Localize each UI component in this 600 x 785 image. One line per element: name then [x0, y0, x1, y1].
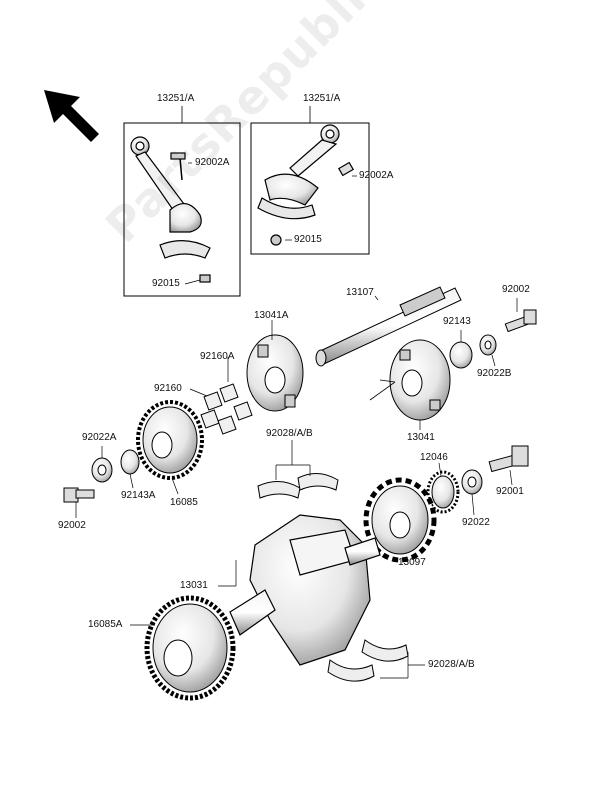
label-92002-right: 92002 — [502, 284, 530, 295]
label-13251a-right: 13251/A — [303, 93, 341, 104]
gear-16085a — [144, 595, 236, 701]
gear-16085 — [136, 400, 204, 480]
label-16085a: 16085A — [88, 619, 123, 630]
label-92002a-left: 92002A — [195, 157, 230, 168]
label-13041: 13041 — [407, 432, 435, 443]
label-92028ab-lower: 92028/A/B — [428, 659, 475, 670]
bolt-92002-right — [504, 309, 537, 333]
washer-92022 — [461, 469, 483, 495]
connecting-rod-left — [130, 136, 211, 283]
damper-13041a — [246, 334, 304, 412]
label-13097: 13097 — [398, 557, 426, 568]
damper-13041 — [389, 339, 451, 421]
label-92015-left: 92015 — [152, 278, 180, 289]
label-92022a: 92022A — [82, 432, 117, 443]
bearing-shells-upper — [257, 473, 339, 499]
collar-92143 — [449, 341, 473, 369]
label-16085: 16085 — [170, 497, 198, 508]
label-13041a: 13041A — [254, 310, 289, 321]
bearing-shells-lower — [327, 639, 409, 682]
label-12046: 12046 — [420, 452, 448, 463]
collar-92143a — [120, 449, 140, 475]
leader-lines — [75, 162, 518, 679]
rubber-dampers-92160 — [200, 383, 253, 435]
label-92015-right: 92015 — [294, 234, 322, 245]
arrow-up-left-icon — [44, 90, 99, 142]
label-92022: 92022 — [462, 517, 490, 528]
washer-92022a — [91, 457, 113, 483]
label-13031: 13031 — [180, 580, 208, 591]
gear-12046 — [426, 470, 460, 514]
label-92022b: 92022B — [477, 368, 512, 379]
shaft-13107 — [315, 286, 462, 367]
bolt-92001 — [488, 445, 529, 473]
washer-92022b — [479, 334, 497, 356]
label-92160: 92160 — [154, 383, 182, 394]
label-92143-right: 92143 — [443, 316, 471, 327]
label-92002a-right: 92002A — [359, 170, 394, 181]
sprocket-13097 — [363, 477, 437, 563]
label-92160a: 92160A — [200, 351, 235, 362]
crankshaft-13031 — [229, 514, 381, 666]
label-92028ab-upper: 92028/A/B — [266, 428, 313, 439]
bolt-92002-left — [63, 487, 95, 503]
label-92002-left: 92002 — [58, 520, 86, 531]
label-13107: 13107 — [346, 287, 374, 298]
label-92001: 92001 — [496, 486, 524, 497]
label-13251a-left: 13251/A — [157, 93, 195, 104]
connecting-rod-right — [257, 124, 355, 246]
label-92143a: 92143A — [121, 490, 156, 501]
